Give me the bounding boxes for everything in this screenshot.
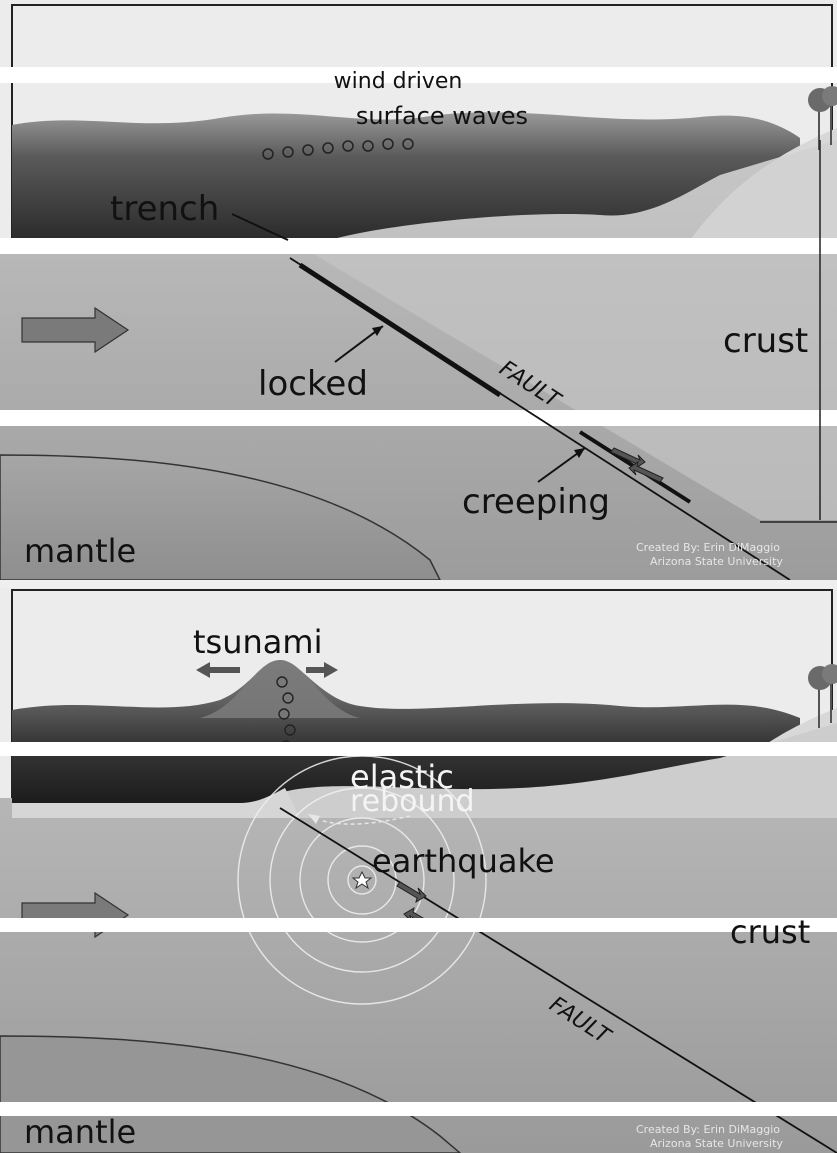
elastic-rebound-label-line2: rebound [350,784,475,819]
creeping-label: creeping [462,482,610,522]
earthquake-label: earthquake [372,842,555,880]
credit-line1: Created By: Erin DiMaggio [636,1123,780,1136]
mantle-label: mantle [24,1113,136,1151]
crust-label: crust [730,913,810,951]
band-separator [0,238,837,254]
surface-waves-label-line2: surface waves [356,102,528,130]
credit-line1: Created By: Erin DiMaggio [636,541,780,554]
surface-waves-label-line1: wind driven [334,69,463,94]
mantle-label: mantle [24,532,136,570]
top-diagram-panel: wind driven surface waves trench locked … [0,0,837,580]
band-separator [0,918,837,932]
top-diagram-svg: wind driven surface waves trench locked … [0,0,837,580]
credit-line2: Arizona State University [650,555,783,568]
band-separator [0,410,837,426]
tsunami-label: tsunami [193,623,322,661]
trench-label: trench [110,189,219,229]
crust-label: crust [723,321,808,361]
bottom-diagram-svg: tsunami elastic rebound earthquake crust… [0,588,837,1153]
band-separator [0,742,837,756]
credit-line2: Arizona State University [650,1137,783,1150]
locked-label: locked [258,364,368,404]
bottom-diagram-panel: tsunami elastic rebound earthquake crust… [0,588,837,1153]
